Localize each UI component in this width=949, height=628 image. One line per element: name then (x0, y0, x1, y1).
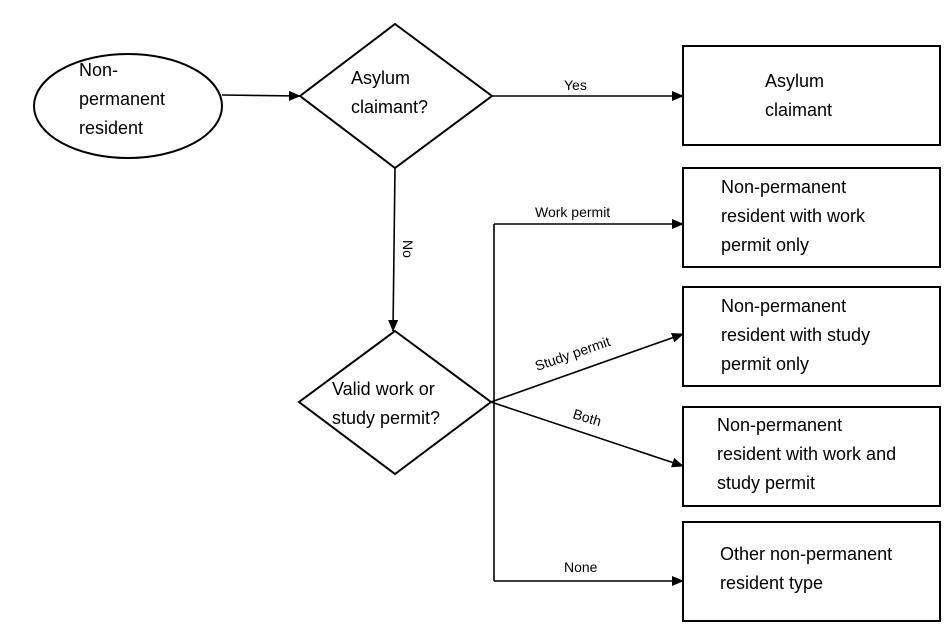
start-node-label-line-3: resident (79, 118, 143, 138)
asylum-claimant-label-line-1: Asylum (765, 71, 824, 91)
no-arrow (388, 167, 399, 332)
work-permit-label: Work permit (535, 204, 610, 220)
both-arrow (490, 401, 684, 468)
study-permit-only-box: Non-permanent resident with study permit… (682, 286, 941, 387)
work-permit-only-label-line-2: resident with work (721, 206, 866, 226)
both-permits-label-line-2: resident with work and (717, 444, 896, 464)
other-type-label-line-1: Other non-permanent (720, 544, 892, 564)
both-permits-label-line-3: study permit (717, 473, 815, 493)
start-node: Non- permanent resident (33, 53, 223, 159)
none-label: None (564, 559, 598, 575)
study-permit-only-label-line-1: Non-permanent (721, 296, 846, 316)
asylum-decision-label-line-2: claimant? (351, 97, 428, 117)
both-label: Both (571, 406, 603, 430)
asylum-decision: Asylum claimant? (298, 22, 494, 170)
study-permit-label: Study permit (533, 333, 613, 374)
asylum-claimant-box: Asylum claimant (682, 45, 941, 146)
work-permit-only-label-line-3: permit only (721, 235, 809, 255)
work-permit-only-label-line-1: Non-permanent (721, 177, 846, 197)
permit-decision: Valid work or study permit? (297, 329, 493, 476)
both-permits-box: Non-permanent resident with work and stu… (682, 406, 941, 507)
study-permit-only-label-line-2: resident with study (721, 325, 870, 345)
yes-label: Yes (564, 77, 587, 93)
work-permit-only-box: Non-permanent resident with work permit … (682, 167, 941, 268)
start-node-label-line-1: Non- (79, 60, 118, 80)
study-permit-arrow (490, 332, 684, 403)
study-permit-only-label-line-3: permit only (721, 354, 809, 374)
permit-decision-label-line-1: Valid work or (332, 379, 435, 399)
other-type-box: Other non-permanent resident type (682, 521, 941, 622)
asylum-decision-label-line-1: Asylum (351, 68, 410, 88)
start-node-label-line-2: permanent (79, 89, 165, 109)
permit-decision-label-line-2: study permit? (332, 408, 440, 428)
start-to-asylum-arrow (221, 90, 301, 101)
other-type-label-line-2: resident type (720, 573, 823, 593)
asylum-claimant-label-line-2: claimant (765, 100, 832, 120)
both-permits-label-line-1: Non-permanent (717, 415, 842, 435)
no-label: No (400, 240, 416, 258)
